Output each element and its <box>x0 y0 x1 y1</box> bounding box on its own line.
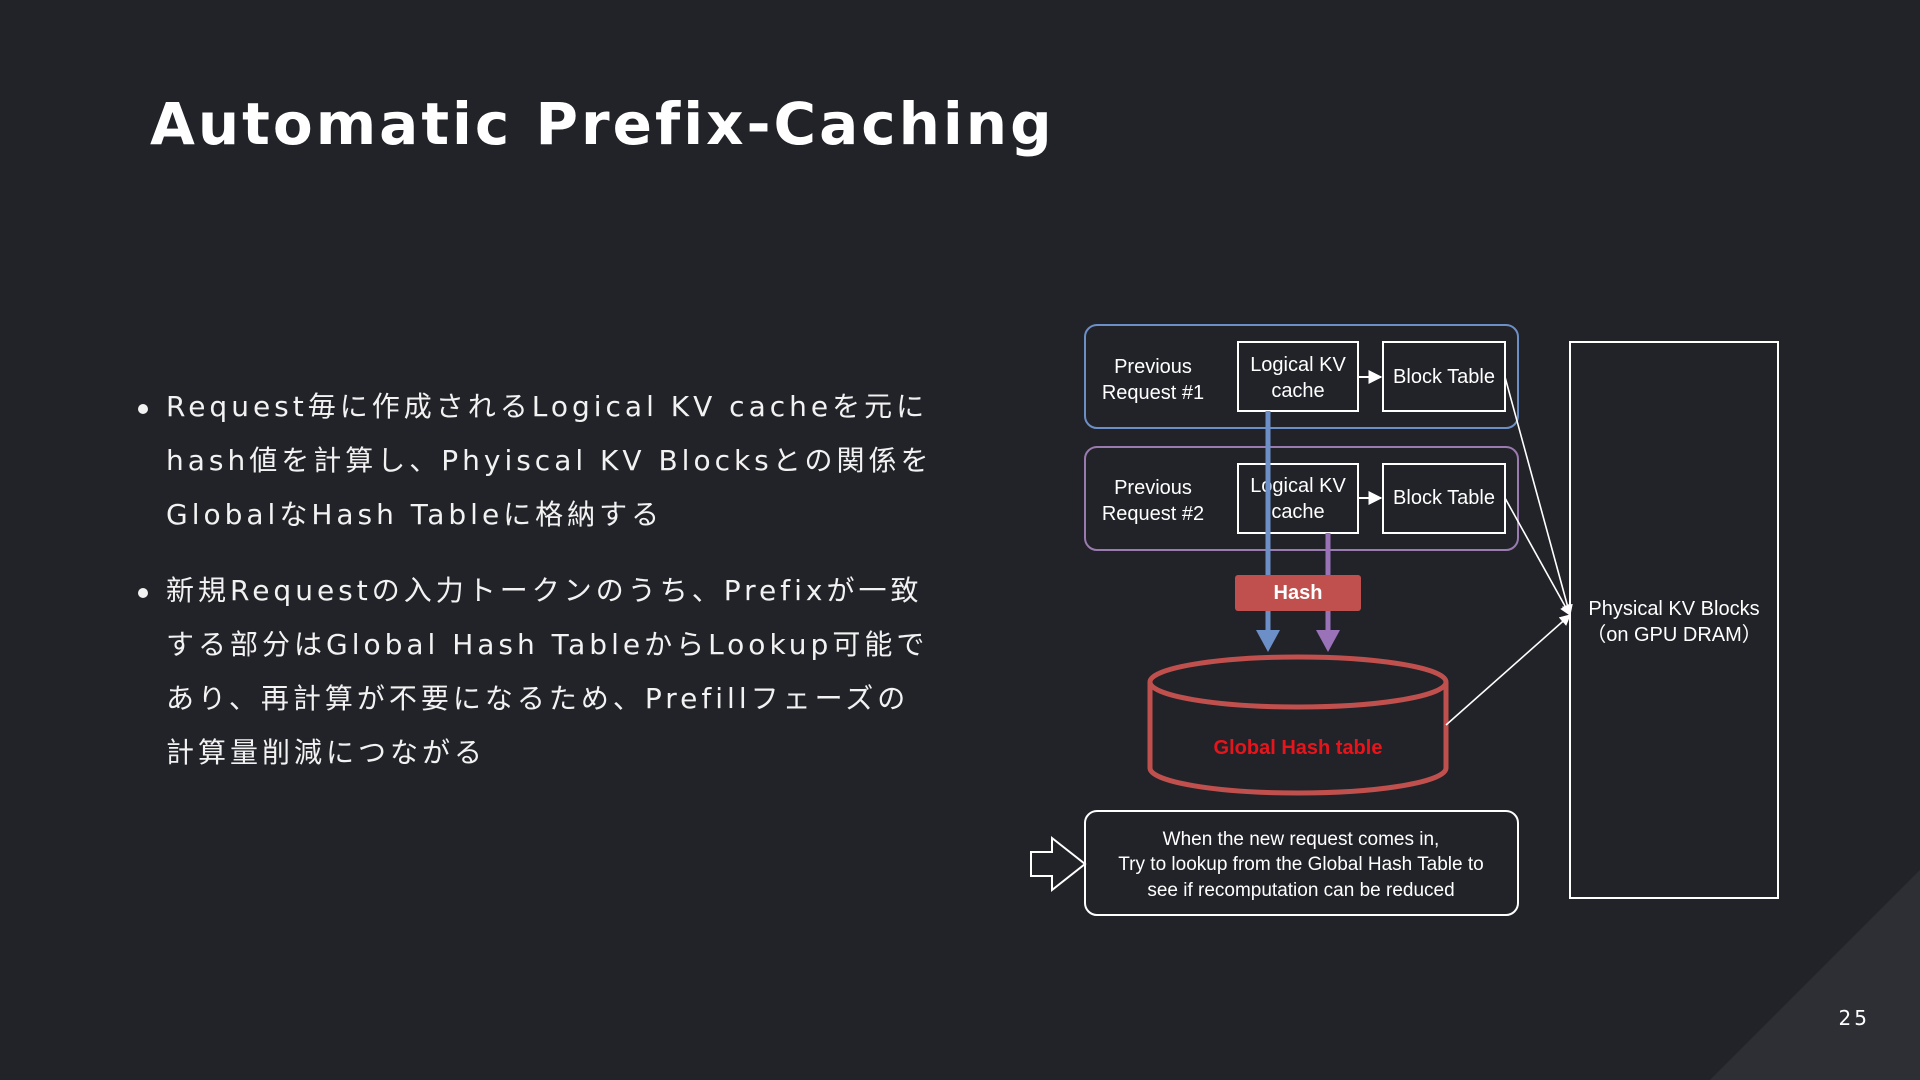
block-table-2-label: Block Table <box>1393 487 1495 509</box>
bullet-item: Request毎に作成されるLogical KV cacheを元にhash値を計… <box>138 380 938 542</box>
request-2-group <box>1084 446 1519 551</box>
logical-kv-1-line2: cache <box>1271 380 1324 402</box>
bullet-item: 新規Requestの入力トークンのうち、Prefixが一致する部分はGlobal… <box>138 564 938 780</box>
request-1-group <box>1084 324 1519 429</box>
new-request-note-box <box>1084 810 1519 916</box>
slide-title: Automatic Prefix-Caching <box>150 90 1055 158</box>
request-2-label-line2: Request #2 <box>1102 503 1204 525</box>
hollow-arrow-icon <box>1030 835 1087 893</box>
arrow-block-table-2-to-physical <box>1504 497 1571 616</box>
arrow-hash-table-to-physical <box>1445 614 1571 726</box>
block-table-1-label: Block Table <box>1393 366 1495 388</box>
request-1-label-line1: Previous <box>1114 356 1192 378</box>
block-table-box-1 <box>1382 341 1506 412</box>
physical-kv-line1: Physical KV Blocks <box>1588 598 1759 620</box>
corner-decoration <box>1710 870 1920 1080</box>
note-line3: see if recomputation can be reduced <box>1147 880 1454 901</box>
hash-box <box>1235 575 1361 611</box>
global-hash-table-label: Global Hash table <box>1214 737 1383 759</box>
hash-label: Hash <box>1274 582 1323 604</box>
bullet-list: Request毎に作成されるLogical KV cacheを元にhash値を計… <box>138 380 938 802</box>
logical-kv-2-line1: Logical KV <box>1250 475 1346 497</box>
physical-kv-blocks-box <box>1569 341 1779 899</box>
arrow-block-table-1-to-physical <box>1504 376 1573 617</box>
arrow-head-purple <box>1316 630 1340 652</box>
hash-table-cylinder-body <box>1147 682 1449 796</box>
hash-table-cylinder-top <box>1147 654 1449 710</box>
page-number: 25 <box>1838 1006 1870 1030</box>
request-2-label-line1: Previous <box>1114 477 1192 499</box>
physical-kv-line2: （on GPU DRAM） <box>1586 623 1762 646</box>
request-1-label-line2: Request #1 <box>1102 382 1204 404</box>
note-line2: Try to lookup from the Global Hash Table… <box>1118 854 1483 875</box>
logical-kv-2-line2: cache <box>1271 501 1324 523</box>
logical-kv-1-line1: Logical KV <box>1250 354 1346 376</box>
arrow-head-blue <box>1256 630 1280 652</box>
note-line1: When the new request comes in, <box>1163 829 1440 850</box>
